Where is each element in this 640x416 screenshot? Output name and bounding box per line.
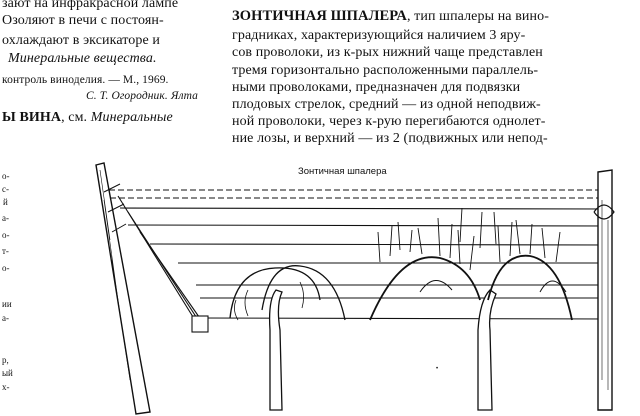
vine-trunk: [268, 289, 283, 411]
left-entry: Ы ВИНА, см. Минеральные: [2, 110, 173, 126]
fragment: а-: [2, 313, 9, 323]
cane-arch: [229, 267, 321, 319]
fragment: ый: [2, 368, 13, 378]
guy-wire: [127, 211, 203, 327]
shoots: [377, 207, 561, 271]
fragment: т-: [2, 246, 9, 256]
left-entry-rest: , см.: [61, 110, 88, 125]
wire: [119, 207, 613, 210]
cane-arch: [369, 256, 481, 321]
fragment: о-: [2, 263, 10, 273]
svg-text:•: •: [436, 366, 438, 372]
left-line-3: охлаждают в эксикаторе и: [2, 33, 161, 48]
entry-line-4: тремя горизонтально расположенными парал…: [232, 63, 539, 78]
cane-arch: [261, 265, 346, 321]
entry-line-2: градниках, характеризующийся наличием 3 …: [232, 28, 526, 43]
left-entry-italic: Минеральные: [90, 110, 173, 125]
vine-trunk: [477, 289, 497, 411]
anchor-block: [191, 315, 209, 333]
wire: [127, 224, 613, 227]
entry-headline-rest: , тип шпалеры на вино-: [406, 9, 549, 24]
fragment: ии: [2, 299, 12, 309]
wire: [202, 317, 613, 320]
right-post: [597, 169, 613, 411]
fragment: о-: [2, 171, 10, 181]
wire: [149, 243, 613, 246]
fragment: й: [3, 197, 8, 207]
left-line-2: Озоляют в печи с постоян-: [2, 13, 164, 28]
fragment: а-: [2, 213, 9, 223]
entry-line-3: сов проволоки, из к-рых нижний чаще пред…: [232, 45, 543, 60]
fragment: с-: [2, 184, 9, 194]
entry-line-5: ными проволоками, предназначен для подвя…: [232, 80, 521, 95]
left-entry-head: Ы ВИНА: [2, 110, 62, 125]
left-author: С. Т. Огородник. Ялта: [86, 90, 199, 102]
fragment: р,: [2, 355, 9, 365]
left-reference: контроль виноделия. — М., 1969.: [2, 74, 169, 86]
entry-line-8: ние лозы, и верхний — из 2 (подвижных ил…: [232, 131, 548, 146]
left-line-4: Минеральные вещества.: [8, 51, 157, 66]
guy-wire: [139, 231, 207, 328]
fragment: о-: [2, 230, 10, 240]
entry-line-6: плодовых стрелок, средний — из одной неп…: [232, 97, 541, 112]
figure-caption: Зонтичная шпалера: [298, 166, 387, 177]
entry-headword: ЗОНТИЧНАЯ ШПАЛЕРА: [232, 8, 407, 24]
left-line-1: зают на инфракрасной лампе: [2, 0, 179, 11]
cane-arch: [487, 254, 573, 321]
entry-headline: ЗОНТИЧНАЯ ШПАЛЕРА, тип шпалеры на вино-: [232, 8, 549, 25]
entry-line-7: ной проволоки, через к-рую перегибаются …: [232, 114, 546, 129]
fragment: х-: [2, 382, 10, 392]
